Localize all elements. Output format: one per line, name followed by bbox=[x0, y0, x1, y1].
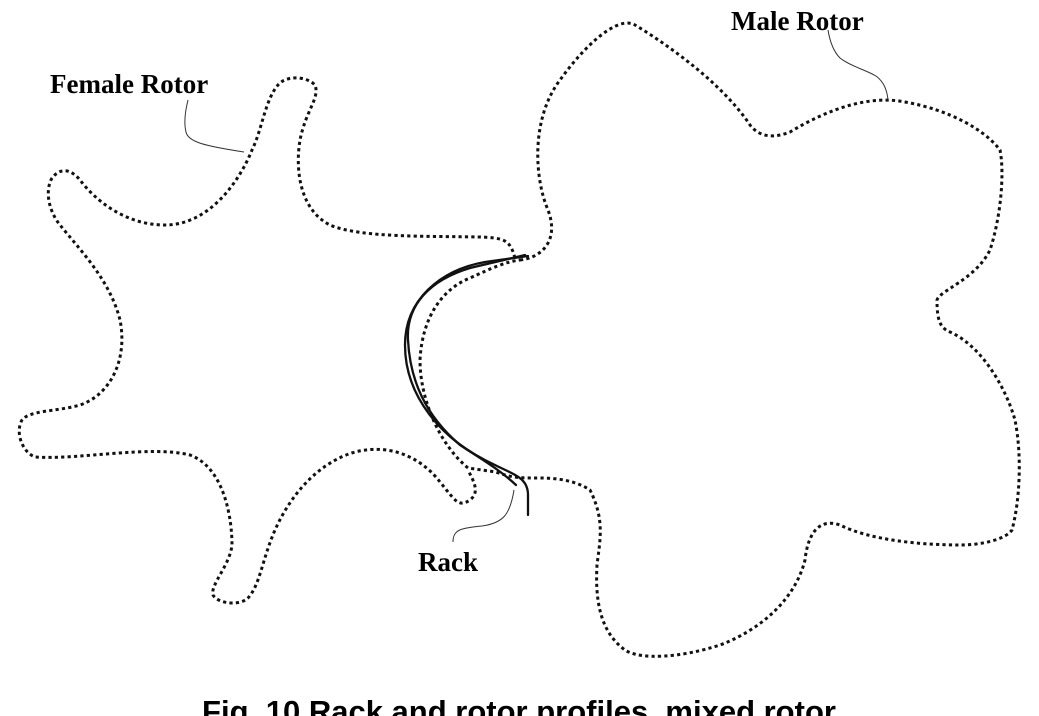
female-rotor-leader bbox=[184, 99, 245, 153]
rack-leader bbox=[452, 489, 515, 543]
female-rotor-profile bbox=[17, 76, 517, 605]
figure-caption: Fig. 10 Rack and rotor profiles, mixed r… bbox=[202, 694, 836, 716]
rack-label: Rack bbox=[418, 547, 478, 577]
male-rotor-label: Male Rotor bbox=[731, 6, 864, 36]
male-rotor-profile bbox=[418, 21, 1021, 658]
female-rotor-label: Female Rotor bbox=[50, 69, 208, 99]
rack-profile-inner bbox=[406, 253, 527, 487]
male-rotor-leader bbox=[827, 29, 889, 101]
